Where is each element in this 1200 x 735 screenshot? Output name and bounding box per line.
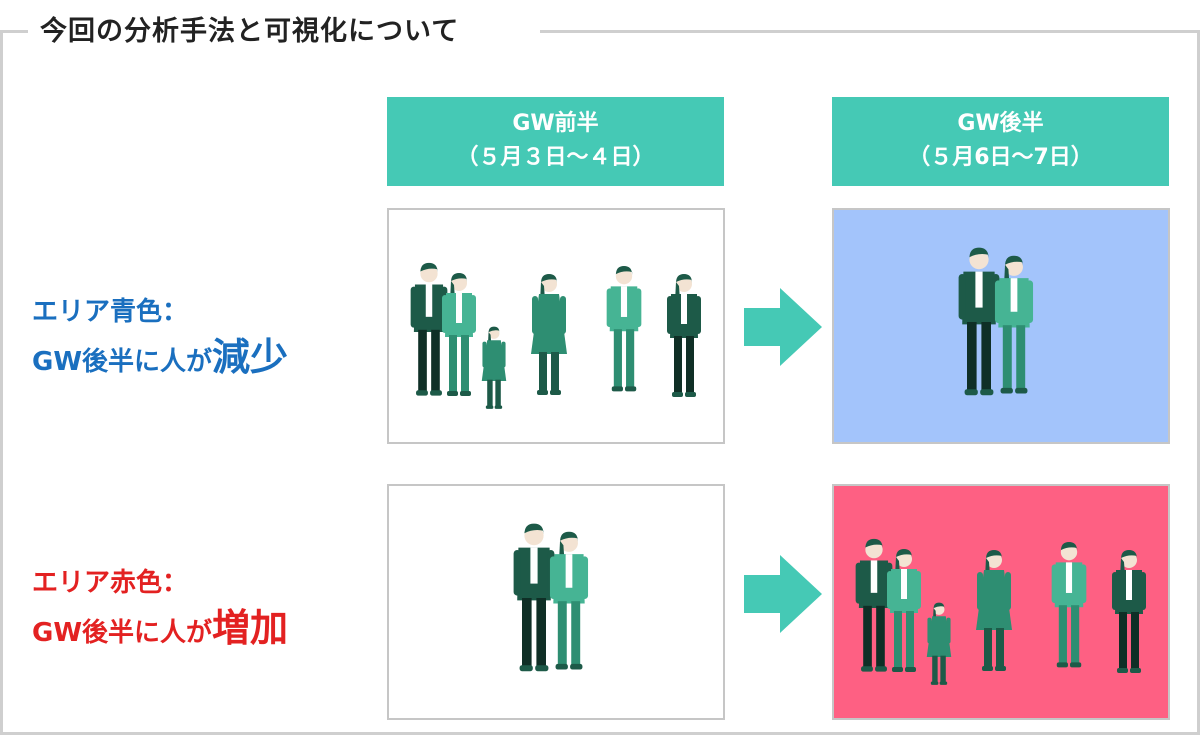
right-arrow-icon — [744, 288, 822, 366]
panel-blue-after — [832, 208, 1170, 444]
couple-icon — [513, 523, 589, 672]
row-label-line2: GW後半に人が減少 — [32, 332, 288, 387]
frame-border — [1197, 30, 1200, 735]
row-label-prefix: GW後半に人が — [32, 347, 213, 377]
frame-border — [0, 30, 3, 735]
column-date-range: （５月３日〜４日） — [456, 145, 655, 170]
row-label-line1: エリア青色： — [32, 297, 189, 327]
panel-red-after — [832, 484, 1170, 720]
column-header-first-half: GW前半 （５月３日〜４日） — [387, 97, 724, 186]
row-label-emphasis: 増加 — [212, 606, 289, 650]
people-group-icon — [410, 262, 701, 409]
frame-border — [0, 30, 28, 33]
row-label-red: エリア赤色： GW後半に人が増加 — [32, 563, 288, 658]
column-header-second-half: GW後半 （５月6日〜7日） — [832, 97, 1169, 186]
row-label-emphasis: 減少 — [212, 335, 289, 379]
column-title: GW後半 — [957, 111, 1044, 136]
right-arrow-icon — [744, 555, 822, 633]
row-label-line2: GW後半に人が増加 — [32, 603, 288, 658]
couple-icon — [958, 247, 1034, 396]
row-label-prefix: GW後半に人が — [32, 618, 213, 648]
row-label-line1: エリア赤色： — [32, 568, 189, 598]
frame-border — [0, 732, 1200, 735]
column-date-range: （５月6日〜7日） — [908, 145, 1093, 170]
row-label-blue: エリア青色： GW後半に人が減少 — [32, 292, 288, 387]
panel-blue-before — [387, 208, 725, 444]
people-group-icon — [855, 538, 1146, 685]
section-heading: 今回の分析手法と可視化について — [40, 16, 460, 47]
panel-red-before — [387, 484, 725, 720]
column-title: GW前半 — [512, 111, 599, 136]
frame-border — [540, 30, 1200, 33]
